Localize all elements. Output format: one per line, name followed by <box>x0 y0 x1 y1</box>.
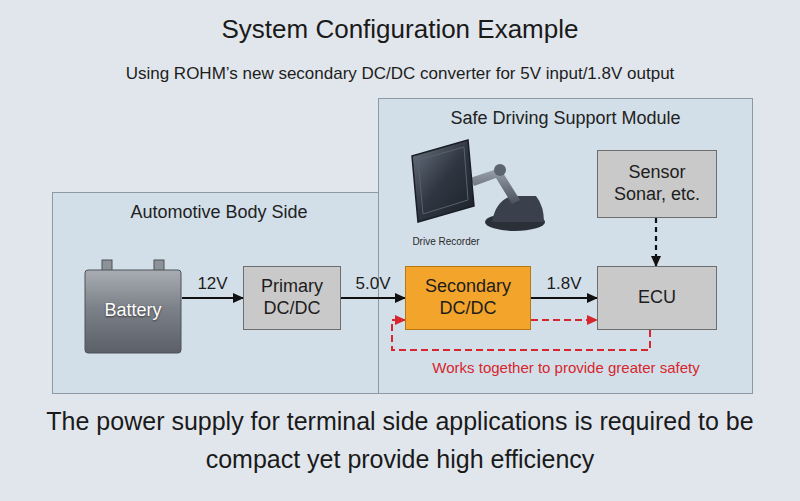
voltage-label: 12V <box>197 274 227 294</box>
drive-recorder <box>412 140 545 231</box>
box-label: Primary DC/DC <box>252 276 332 319</box>
connector <box>341 297 405 299</box>
battery: Battery <box>84 258 182 354</box>
voltage-label: 1.8V <box>547 274 582 294</box>
panel-heading: Safe Driving Support Module <box>379 99 752 129</box>
connector <box>182 297 243 299</box>
subtitle: Using ROHM’s new secondary DC/DC convert… <box>126 64 675 84</box>
note: Works together to provide greater safety <box>432 359 699 376</box>
connector <box>392 320 650 350</box>
box-label: ECU <box>638 287 676 309</box>
converter-box: Secondary DC/DC <box>405 266 531 330</box>
part-name: Drive Recorder <box>412 236 479 247</box>
battery-body <box>85 270 181 353</box>
box-label: Secondary DC/DC <box>414 276 522 319</box>
connector <box>655 218 657 266</box>
title: System Configuration Example <box>0 14 800 45</box>
panel-heading: Automotive Body Side <box>53 193 385 223</box>
voltage-label: 5.0V <box>356 274 391 294</box>
sensor-box: Sensor Sonar, etc. <box>597 150 717 218</box>
box-label: Battery <box>104 300 161 322</box>
ecu-box: ECU <box>597 266 717 330</box>
converter-box: Primary DC/DC <box>243 266 341 330</box>
caption: The power supply for terminal side appli… <box>30 402 770 478</box>
connector <box>531 297 597 299</box>
box-label: Sensor Sonar, etc. <box>606 162 708 205</box>
connector <box>531 319 597 321</box>
